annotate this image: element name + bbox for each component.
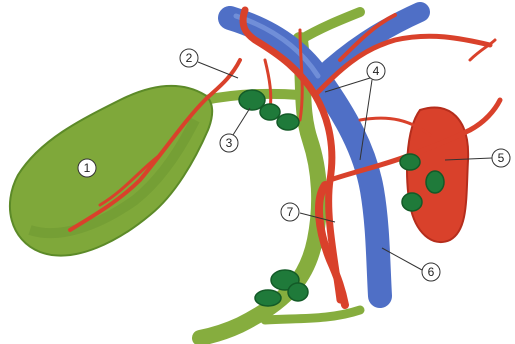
hepatic-duct [300, 12, 360, 40]
gallbladder-group [10, 86, 212, 256]
callout-6: 6 [422, 263, 440, 281]
leader-line-3 [233, 108, 250, 135]
callout-number: 6 [428, 265, 435, 279]
lymph-node [400, 154, 420, 170]
callout-2: 2 [180, 49, 198, 67]
callout-number: 1 [84, 161, 91, 175]
callout-number: 4 [373, 64, 380, 78]
callout-3: 3 [220, 134, 238, 152]
callout-number: 3 [226, 136, 233, 150]
callout-5: 5 [492, 149, 510, 167]
callout-number: 2 [186, 51, 193, 65]
artery-small-1 [265, 60, 271, 110]
lymph-node [260, 104, 280, 120]
callout-1: 1 [78, 159, 96, 177]
lymph-node [239, 90, 265, 110]
lymph-node [255, 290, 281, 306]
lymph-node [277, 114, 299, 130]
lymph-node [288, 283, 308, 301]
bile-duct-branch [265, 310, 360, 320]
callout-7: 7 [281, 203, 299, 221]
callout-number: 5 [498, 151, 505, 165]
lymph-node [426, 171, 444, 193]
lymph-node [402, 193, 422, 211]
callout-number: 7 [287, 205, 294, 219]
callout-4: 4 [367, 62, 385, 80]
